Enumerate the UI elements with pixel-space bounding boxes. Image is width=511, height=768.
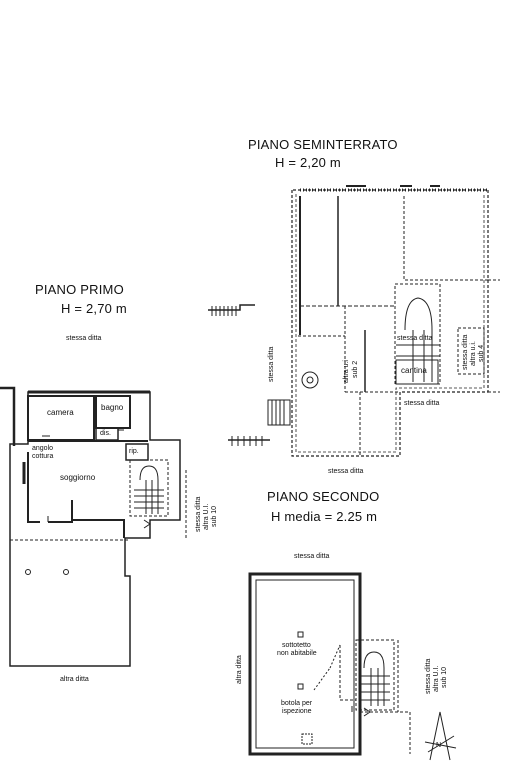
- second-label-stessa-ditta: stessa ditta: [294, 553, 330, 560]
- first-floor-plan: [0, 386, 187, 667]
- second-label-non-abitabile: non abitabile: [277, 650, 317, 657]
- basement-label-stessa-ditta-top: stessa ditta: [397, 335, 433, 342]
- second-label-stessa-ditta-right: stessa ditta: [425, 658, 432, 694]
- second-floor-plan: [248, 572, 411, 756]
- basement-height: H = 2,20 m: [275, 155, 341, 170]
- first-floor-height: H = 2,70 m: [61, 301, 127, 316]
- basement-label-altra-ui: altra u.i: [343, 360, 350, 383]
- north-arrow: [424, 711, 457, 761]
- basement-label-stessa-ditta-sub4: stessa ditta: [462, 334, 469, 370]
- first-floor-title: PIANO PRIMO: [35, 282, 124, 297]
- first-label-rip: rip.: [129, 448, 139, 455]
- first-label-altra-ui: altra U.I.: [203, 503, 210, 530]
- second-label-botola: botola per: [281, 700, 313, 707]
- basement-title: PIANO SEMINTERRATO: [248, 137, 398, 152]
- basement-label-stessa-ditta-right: stessa ditta: [404, 400, 440, 407]
- first-label-bagno: bagno: [101, 403, 124, 412]
- second-label-ispezione: ispezione: [282, 708, 312, 715]
- first-label-stessa-ditta-right: stessa ditta: [195, 496, 202, 532]
- second-floor-title: PIANO SECONDO: [267, 489, 380, 504]
- first-label-sub10: sub 10: [211, 505, 218, 527]
- second-label-sub10: sub 10: [441, 666, 448, 688]
- second-label-altra-ui: altra U.I.: [433, 665, 440, 692]
- north-arrow-label: N: [436, 742, 442, 749]
- first-label-soggiorno: soggiorno: [60, 473, 96, 482]
- basement-label-cantina: cantina: [401, 366, 427, 375]
- basement-label-altra-ui-sub4: altra u.i.: [470, 341, 477, 366]
- second-label-sottotetto: sottotetto: [282, 642, 311, 649]
- first-label-dis: dis.: [100, 430, 111, 437]
- second-floor-height: H media = 2.25 m: [271, 509, 378, 524]
- second-label-altra-ditta: altra ditta: [236, 655, 243, 684]
- first-label-cottura: cottura: [32, 453, 54, 460]
- basement-label-stessa-ditta-left: stessa ditta: [268, 346, 275, 382]
- basement-label-sub2: sub 2: [352, 360, 359, 378]
- first-label-camera: camera: [47, 408, 74, 417]
- basement-label-sub4: sub 4: [478, 344, 485, 362]
- basement-label-stessa-ditta-bottom: stessa ditta: [328, 468, 364, 475]
- first-label-altra-ditta: altra ditta: [60, 676, 89, 683]
- first-label-angolo: angolo: [32, 445, 54, 452]
- basement-plan: [208, 185, 500, 457]
- first-label-stessa-ditta: stessa ditta: [66, 335, 102, 342]
